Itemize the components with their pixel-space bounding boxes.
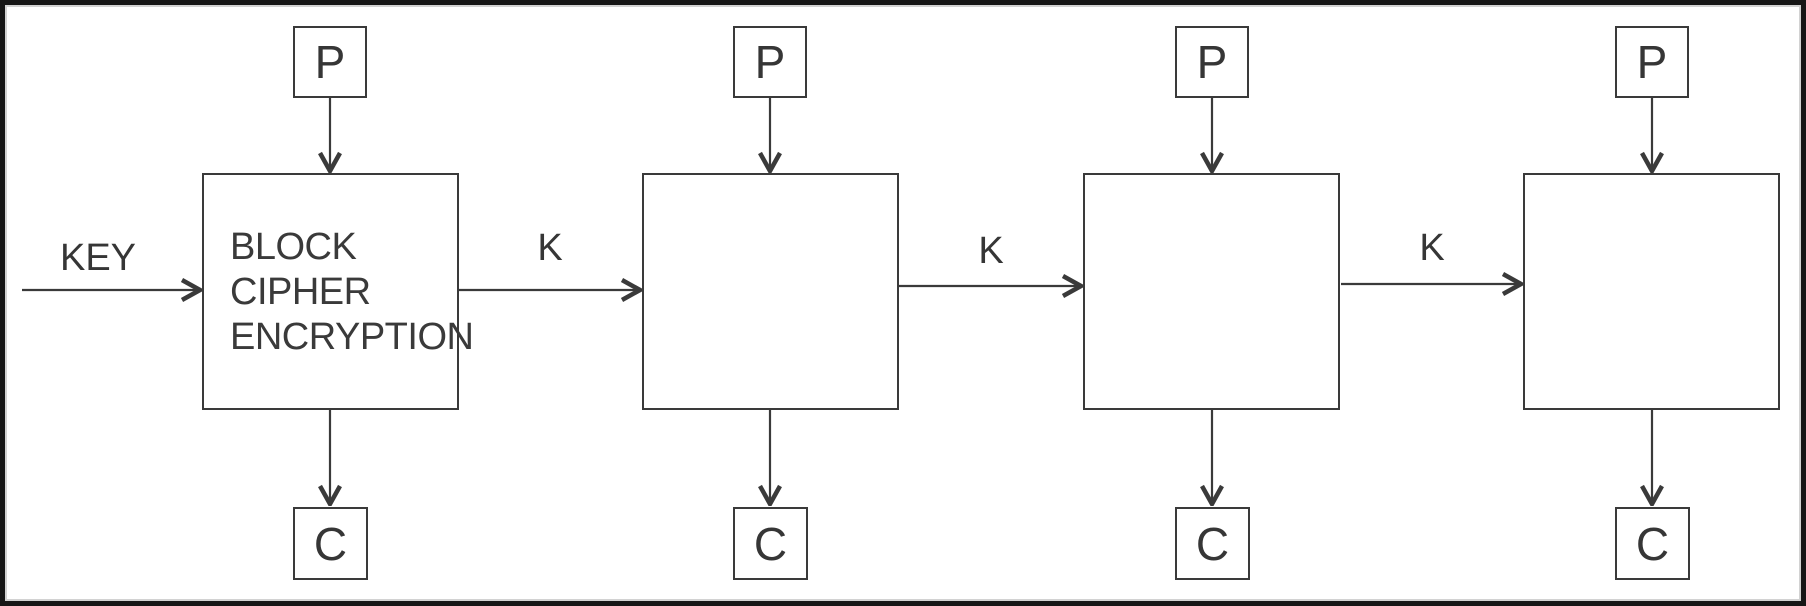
block-cipher-box-3 (1083, 173, 1340, 410)
k-label-3: K (1419, 227, 1445, 269)
plaintext-box-2: P (733, 26, 807, 98)
block-cipher-box-2 (642, 173, 899, 410)
ciphertext-box-1: C (293, 507, 368, 580)
block-cipher-box-4 (1523, 173, 1780, 410)
plaintext-box-1: P (293, 26, 367, 98)
plaintext-box-3: P (1175, 26, 1249, 98)
plaintext-box-4: P (1615, 26, 1689, 98)
block-cipher-box-1 (202, 173, 459, 410)
k-label-2: K (978, 230, 1004, 272)
k-label-1: K (537, 227, 563, 269)
ciphertext-box-3: C (1175, 507, 1250, 580)
key-label: KEY (59, 237, 137, 279)
block-cipher-box-1-label: BLOCK CIPHER ENCRYPTION (230, 226, 474, 358)
ciphertext-box-4: C (1615, 507, 1690, 580)
ciphertext-box-2: C (733, 507, 808, 580)
